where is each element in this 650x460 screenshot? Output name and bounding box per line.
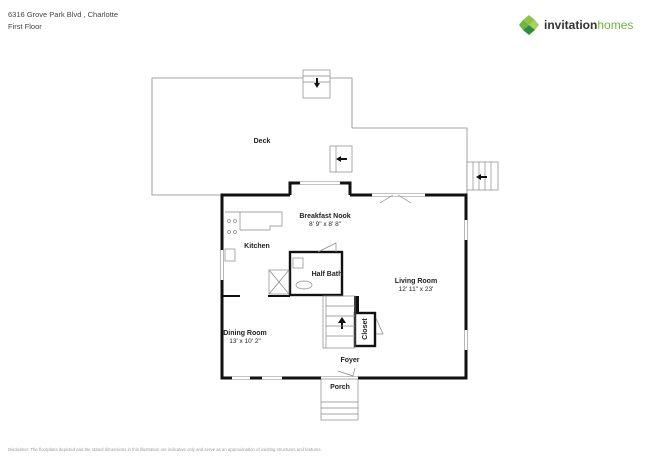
disclaimer: Disclaimer: The floorplans depicted and … [8, 447, 322, 452]
interior-walls [222, 250, 377, 348]
foyer-label: Foyer [340, 357, 359, 364]
living-room-dims: 12' 11" x 23' [399, 286, 434, 293]
living-room-label: Living Room [395, 278, 437, 285]
fixtures [224, 194, 412, 377]
closet-label: Closet [362, 318, 369, 340]
deck-stairs [302, 69, 499, 191]
logo-mark-icon [519, 15, 539, 35]
kitchen-label: Kitchen [244, 243, 270, 250]
porch [320, 378, 359, 421]
stair-arrows [314, 78, 487, 416]
dining-room-dims: 13' x 10' 2" [229, 338, 261, 345]
invitation-homes-logo: invitationhomes [518, 14, 633, 36]
half-bath-label: Half Bath [312, 271, 343, 278]
logo-word-invitation: invitation [544, 18, 598, 32]
logo-word-homes: homes [597, 18, 634, 32]
address: 6316 Grove Park Blvd , Charlotte [8, 10, 119, 19]
porch-label: Porch [330, 384, 350, 391]
breakfast-nook-label: Breakfast Nook [299, 213, 350, 220]
breakfast-nook-dims: 8' 9" x 8' 8" [309, 221, 342, 228]
floor-label: First Floor [8, 22, 42, 31]
dining-room-label: Dining Room [223, 330, 267, 337]
deck-label: Deck [254, 138, 271, 145]
